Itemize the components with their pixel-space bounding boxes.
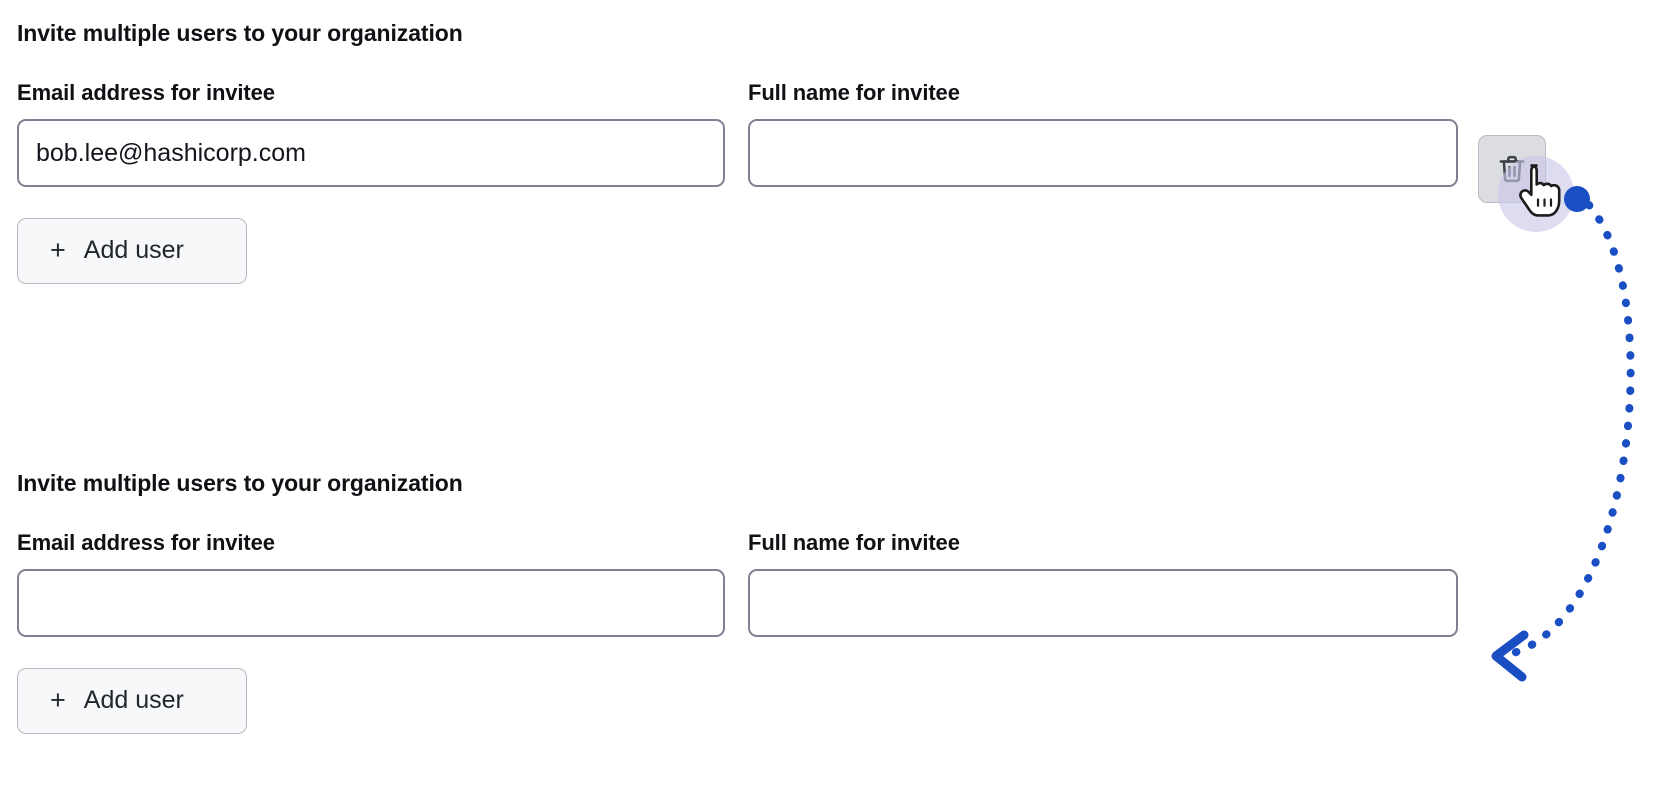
trash-icon [1497,153,1527,185]
plus-icon: + [50,234,66,265]
email-field-group: Email address for invitee [17,80,725,187]
plus-icon: + [50,684,66,715]
email-input[interactable] [17,119,725,187]
add-user-button-label: Add user [83,235,184,264]
add-user-button[interactable]: + Add user [17,218,247,284]
fullname-field-group: Full name for invitee [748,530,1458,637]
delete-row-button[interactable] [1478,135,1546,203]
action-arrowhead [1491,630,1529,682]
fullname-input[interactable] [748,119,1458,187]
email-field-group: Email address for invitee [17,530,725,637]
page-title: Invite multiple users to your organizati… [17,20,463,46]
action-path [1501,201,1635,659]
fullname-input[interactable] [748,569,1458,637]
email-field-label: Email address for invitee [17,530,275,555]
fullname-field-group: Full name for invitee [748,80,1458,187]
add-user-button-label: Add user [83,685,184,714]
add-user-button[interactable]: + Add user [17,668,247,734]
fullname-field-label: Full name for invitee [748,80,960,105]
fullname-field-label: Full name for invitee [748,530,960,555]
action-start-dot [1564,186,1590,212]
page-title: Invite multiple users to your organizati… [17,470,463,496]
email-input[interactable] [17,569,725,637]
email-field-label: Email address for invitee [17,80,275,105]
